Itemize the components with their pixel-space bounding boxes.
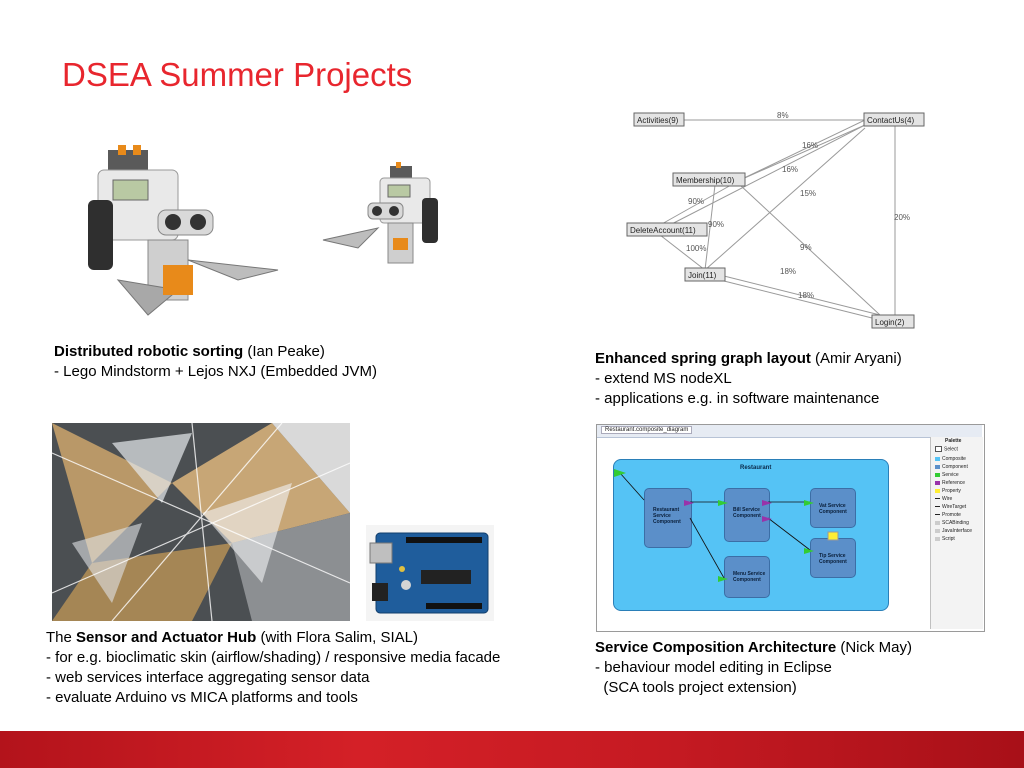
edge-label-1: 8% [777,111,789,120]
composite-label: Restaurant [740,465,772,471]
service-icon [935,472,940,477]
graph-node-membership: Membership(10) [676,176,735,185]
edge-label-11: 18% [798,291,814,300]
component-icon [935,464,940,469]
service-line1: - behaviour model editing in Eclipse [595,659,832,676]
interface-icon [935,528,940,533]
edge-label-2: 16% [802,141,818,150]
reference-icon [762,516,772,522]
sensor-line3: - evaluate Arduino vs MICA platforms and… [46,689,358,706]
edge-label-10: 18% [780,267,796,276]
palette-item-property[interactable]: Property [935,488,961,494]
robotic-line1: - Lego Mindstorm + Lejos NXJ (Embedded J… [54,363,378,380]
palette-item-service[interactable]: Service [935,472,959,478]
binding-icon [935,520,940,525]
spring-graph-image: 8% 16% 16% 15% 20% 90% 90% 100% 9% 18% 1… [626,111,925,329]
robot-image-small [322,162,438,264]
palette-header: Palette [945,438,962,444]
service-promote-icon [614,469,626,477]
wire-target-icon [935,506,940,508]
wire-lines [614,469,839,582]
component-restaurant[interactable]: Restaurant Service Component [644,488,692,548]
service-icon [804,548,814,554]
component-tip-label: Tip Service Component [819,553,847,565]
composite-restaurant[interactable]: Restaurant Restaurant Service Component … [613,459,889,611]
service-icon [718,500,728,506]
spring-caption: Enhanced spring graph layout (Amir Aryan… [595,349,902,409]
slide-title: DSEA Summer Projects [62,56,413,93]
eclipse-sca-editor: Restaurant.composite_diagram Restaurant … [596,424,985,632]
edge-label-5: 20% [894,213,910,222]
sensor-prefix: The [46,629,77,646]
reference-icon [684,500,694,506]
service-icon [718,576,728,582]
promote-icon [935,514,940,516]
edge-label-8: 100% [686,244,706,253]
palette-item-component[interactable]: Component [935,464,968,470]
edge-label-9: 9% [800,243,812,252]
wire-icon [935,498,940,500]
edge-label-4: 15% [800,189,816,198]
spring-line2: - applications e.g. in software maintena… [595,390,880,407]
component-vat[interactable]: Vat Service Component [810,488,856,528]
component-bill-label: Bill Service Component [733,507,761,519]
palette-item-promote[interactable]: Promote [935,512,961,518]
component-tip[interactable]: Tip Service Component [810,538,856,578]
palette-item-scabinding[interactable]: SCABinding [935,520,969,526]
palette-item-wiretarget[interactable]: WireTarget [935,504,966,510]
sensor-title: Sensor and Actuator Hub [76,629,257,646]
editor-tab-bar: Restaurant.composite_diagram [597,425,982,438]
graph-node-contactus: ContactUs(4) [867,116,914,125]
service-icon [804,500,814,506]
spring-author: (Amir Aryani) [810,350,902,367]
palette-item-script[interactable]: Script [935,536,955,542]
property-icon [827,531,839,541]
script-icon [935,536,940,541]
palette-panel: Palette Select Composite Component Servi… [930,437,983,629]
component-bill[interactable]: Bill Service Component [724,488,770,542]
service-line2: (SCA tools project extension) [595,679,797,696]
sensor-line1: - for e.g. bioclimatic skin (airflow/sha… [46,649,501,666]
sensor-line2: - web services interface aggregating sen… [46,669,370,686]
graph-node-join: Join(11) [688,271,717,280]
edge-label-3: 16% [782,165,798,174]
palette-item-select[interactable]: Select [935,446,958,452]
composite-icon [935,456,940,461]
palette-item-wire[interactable]: Wire [935,496,952,502]
robotic-title: Distributed robotic sorting [54,343,244,360]
arrow-icon [935,446,942,452]
service-title: Service Composition Architecture [595,639,837,656]
component-vat-label: Vat Service Component [819,503,847,515]
sensor-author: (with Flora Salim, SIAL) [256,629,419,646]
sensor-caption: The Sensor and Actuator Hub (with Flora … [46,628,500,708]
arduino-board-photo [366,525,494,621]
service-caption: Service Composition Architecture (Nick M… [595,638,912,698]
edge-label-7: 90% [708,220,724,229]
robotic-author: (Ian Peake) [243,343,325,360]
robot-image-large [88,145,279,316]
reference-icon [762,500,772,506]
palette-item-composite[interactable]: Composite [935,456,966,462]
palette-item-javainterface[interactable]: JavaInterface [935,528,972,534]
graph-node-login: Login(2) [875,318,905,327]
robotic-caption: Distributed robotic sorting (Ian Peake) … [54,342,377,382]
component-menu[interactable]: Menu Service Component [724,556,770,598]
sensor-facade-photo [52,423,350,621]
graph-node-deleteaccount: DeleteAccount(11) [630,226,696,235]
service-author: (Nick May) [836,639,912,656]
editor-tab[interactable]: Restaurant.composite_diagram [601,426,693,434]
palette-item-reference[interactable]: Reference [935,480,965,486]
property-icon [935,488,940,493]
spring-title: Enhanced spring graph layout [595,350,811,367]
reference-icon [935,480,940,485]
footer-band [0,731,1024,768]
component-restaurant-label: Restaurant Service Component [653,507,681,525]
component-menu-label: Menu Service Component [733,571,766,583]
graph-node-activities: Activities(9) [637,116,679,125]
spring-line1: - extend MS nodeXL [595,370,732,387]
edge-label-6: 90% [688,197,704,206]
